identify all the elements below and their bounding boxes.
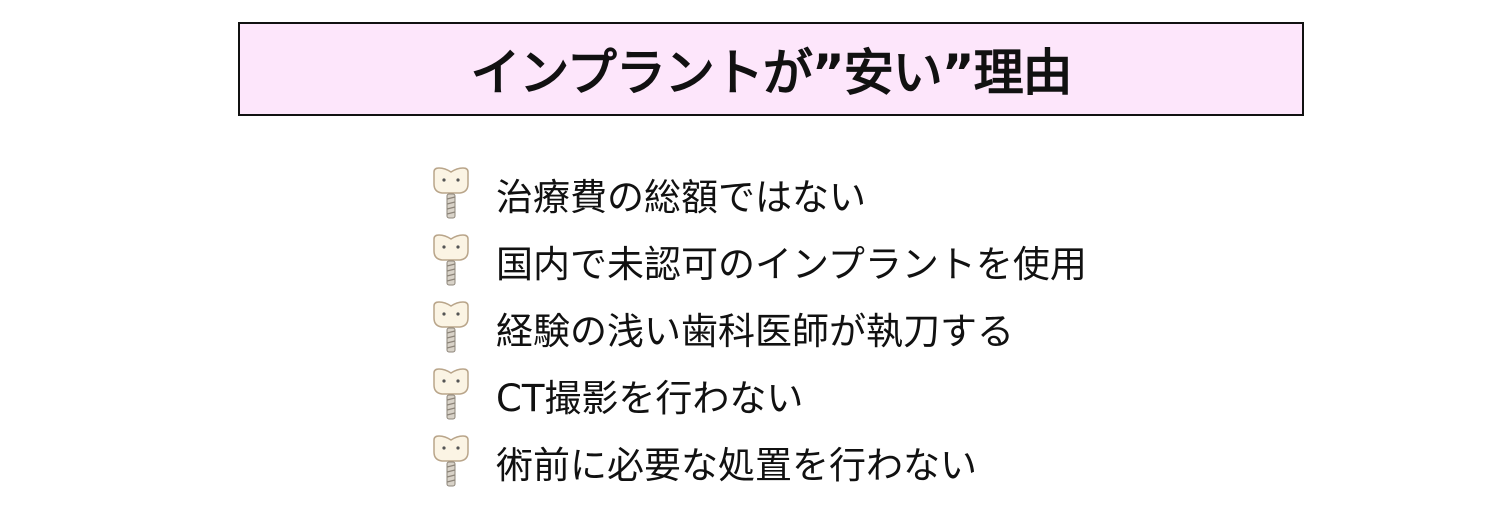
tooth-implant-icon xyxy=(433,233,469,285)
list-item: 国内で未認可のインプラントを使用 xyxy=(430,227,1087,294)
item-label: 経験の浅い歯科医師が執刀する xyxy=(496,309,1014,353)
list-item: CT撮影を行わない xyxy=(430,361,1087,428)
reason-list: 治療費の総額ではない 国内で未認可のインプラントを使用 経験の浅い歯科医師が執刀… xyxy=(430,160,1087,495)
title-box: インプラントが”安い”理由 xyxy=(238,22,1304,116)
page-title: インプラントが”安い”理由 xyxy=(470,44,1072,102)
list-item: 術前に必要な処置を行わない xyxy=(430,428,1087,495)
tooth-implant-icon xyxy=(433,166,469,218)
item-label: 国内で未認可のインプラントを使用 xyxy=(496,242,1087,286)
item-label: 治療費の総額ではない xyxy=(496,175,866,219)
tooth-implant-icon xyxy=(433,367,469,419)
list-item: 経験の浅い歯科医師が執刀する xyxy=(430,294,1087,361)
item-label: CT撮影を行わない xyxy=(496,376,804,420)
list-item: 治療費の総額ではない xyxy=(430,160,1087,227)
tooth-implant-icon xyxy=(433,300,469,352)
item-label: 術前に必要な処置を行わない xyxy=(496,443,977,487)
tooth-implant-icon xyxy=(433,434,469,486)
